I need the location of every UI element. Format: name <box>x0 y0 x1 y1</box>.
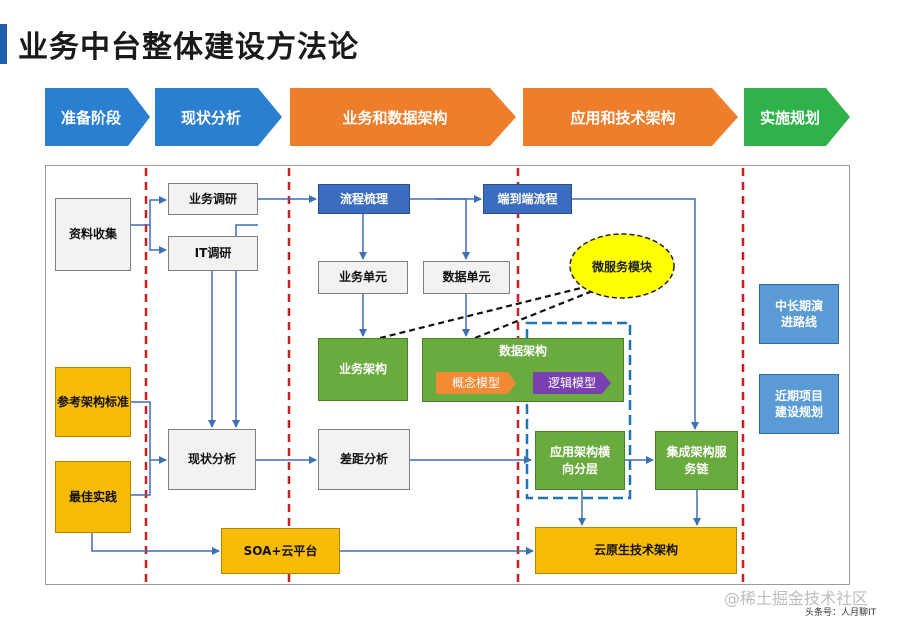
phase-label-biz-data: 业务和数据架构 <box>342 108 448 127</box>
box-long-term-roadmap: 中长期演进路线 <box>759 284 839 344</box>
box-data-unit: 数据单元 <box>423 261 510 294</box>
box-near-term-plan: 近期项目建设规划 <box>759 374 839 434</box>
title-accent-bar <box>0 24 7 64</box>
phase-arrows <box>45 88 850 146</box>
box-app-architecture-layering: 应用架构横向分层 <box>535 431 625 490</box>
box-integration-service-chain: 集成架构服务链 <box>655 431 738 490</box>
phase-arrow-implement <box>744 88 850 146</box>
data-architecture-label: 数据架构 <box>498 343 547 358</box>
app-arch-dashed-highlight <box>525 321 632 500</box>
phase-label-prepare: 准备阶段 <box>60 108 121 127</box>
box-reference-architecture: 参考架构标准 <box>55 367 131 437</box>
box-end-to-end-process: 端到端流程 <box>483 184 572 214</box>
tag-concept-model: 概念模型 <box>436 372 516 394</box>
phase-arrow-current <box>155 88 282 146</box>
box-process-review: 流程梳理 <box>318 184 410 214</box>
page-title: 业务中台整体建设方法论 <box>18 30 359 65</box>
source-credit: 头条号：人月聊IT <box>805 608 877 618</box>
phase-arrow-app-tech <box>523 88 738 146</box>
microservice-module-label: 微服务模块 <box>591 259 652 274</box>
flow-connectors <box>91 195 701 555</box>
box-soa-cloud-platform: SOA+云平台 <box>221 528 340 574</box>
box-business-unit: 业务单元 <box>318 261 408 294</box>
phase-label-app-tech: 应用和技术架构 <box>570 108 676 127</box>
microservice-links <box>379 285 596 340</box>
box-business-survey: 业务调研 <box>168 183 258 215</box>
box-business-architecture: 业务架构 <box>318 338 408 401</box>
watermark-text: @稀土掘金技术社区 <box>724 589 869 608</box>
tag-logic-model: 逻辑模型 <box>533 372 611 394</box>
phase-arrow-biz-data <box>290 88 516 146</box>
microservice-bubble <box>569 233 675 299</box>
box-it-survey: IT调研 <box>168 236 258 271</box>
phase-arrow-prepare <box>45 88 150 146</box>
box-current-analysis: 现状分析 <box>168 429 256 490</box>
phase-label-implement: 实施规划 <box>759 108 820 127</box>
box-cloud-native-architecture: 云原生技术架构 <box>535 527 737 574</box>
box-best-practice: 最佳实践 <box>55 461 131 533</box>
box-gap-analysis: 差距分析 <box>318 429 410 490</box>
box-data-collection: 资料收集 <box>55 198 131 271</box>
phase-label-current: 现状分析 <box>180 108 241 127</box>
